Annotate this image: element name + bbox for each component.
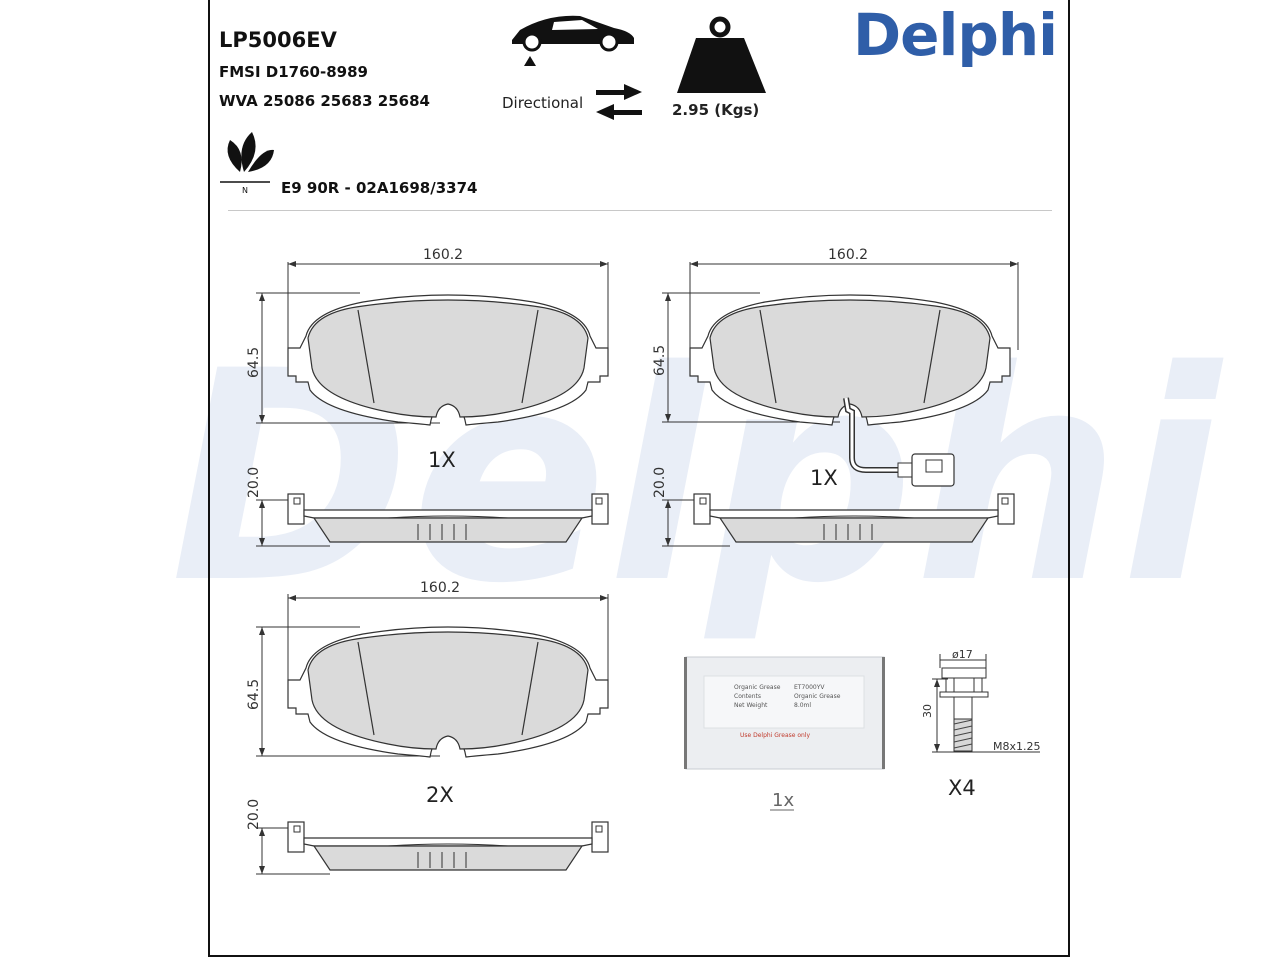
part-number: LP5006EV [219,28,337,52]
bolt-quantity: X4 [948,776,976,800]
quantity-label: 1X [428,448,456,472]
thickness-dimension: 20.0 [246,799,262,830]
weight-icon [677,16,766,93]
svg-text:N: N [242,186,248,195]
directional-label: Directional [502,94,584,112]
grease-sachet: Organic Grease ET7000YV Contents Organic… [684,656,885,811]
width-dimension: 160.2 [420,580,460,596]
fmsi-number: FMSI D1760-8989 [219,63,368,81]
quantity-label: 2X [426,783,454,807]
pad-top-right: 160.2 64.5 1X 20.0 [652,247,1019,547]
leaf-n-icon: N [220,132,274,195]
sachet-line-1-label: Organic Grease [734,684,781,691]
thickness-dimension: 20.0 [246,467,262,498]
sachet-footer: Use Delphi Grease only [740,732,810,739]
thickness-dimension: 20.0 [652,467,668,498]
weight-label: 2.95 (Kgs) [672,101,760,119]
wear-sensor [843,397,955,487]
width-dimension: 160.2 [828,247,868,263]
sachet-line-3-label: Net Weight [734,702,768,709]
sachet-line-3-value: 8.0ml [794,702,811,709]
pad-bottom: 160.2 64.5 2X 20.0 [246,580,609,875]
brand-logo: Delphi [853,1,1058,69]
bolt-thread: M8x1.25 [993,740,1041,753]
car-on-lift-icon [512,15,634,66]
height-dimension: 64.5 [246,347,262,378]
sachet-line-1-value: ET7000YV [794,684,825,691]
bolt-diameter: ø17 [952,648,973,661]
height-dimension: 64.5 [652,345,668,376]
two-way-arrows-icon [596,84,642,120]
pad-top-left: 160.2 64.5 1X 20.0 [246,247,609,547]
wva-numbers: WVA 25086 25683 25684 [219,92,430,110]
width-dimension: 160.2 [423,247,463,263]
bolt-length: 30 [921,704,934,718]
ece-approval: E9 90R - 02A1698/3374 [281,179,478,197]
header-divider [228,210,1052,211]
sachet-line-2-label: Contents [734,693,761,700]
quantity-label: 1X [810,466,838,490]
height-dimension: 64.5 [246,679,262,710]
sachet-quantity: 1x [772,790,794,811]
drawing-sheet [208,0,1070,957]
bolt: ø17 30 M8x1.25 X4 [921,648,1041,800]
sachet-line-2-value: Organic Grease [794,693,841,700]
